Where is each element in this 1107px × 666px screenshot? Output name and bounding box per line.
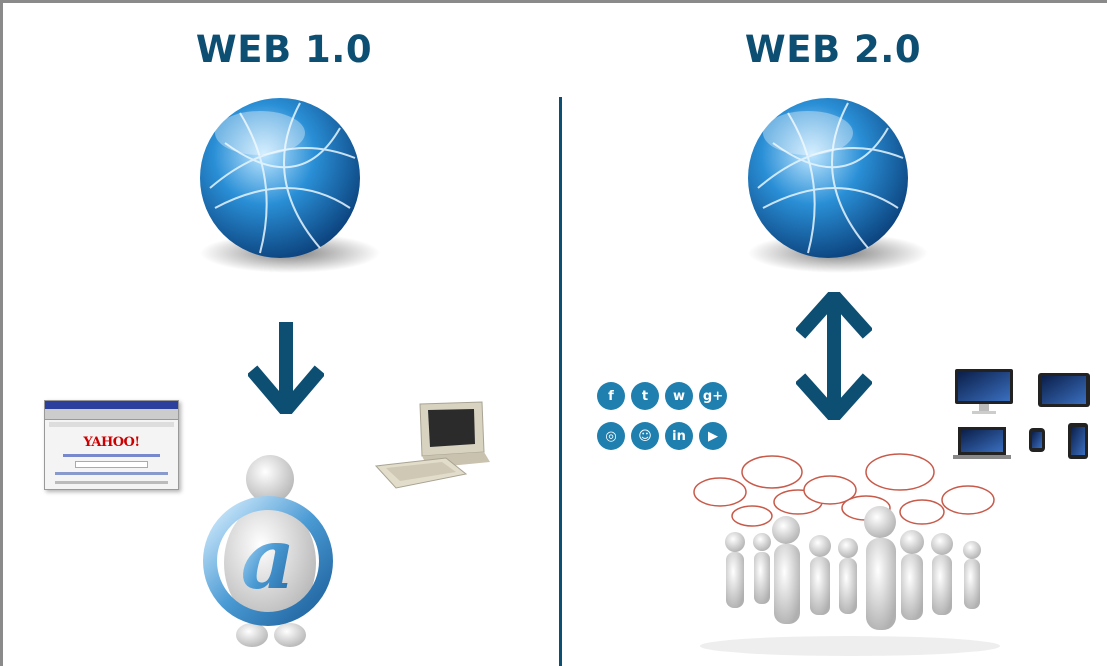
web1-title: WEB 1.0: [195, 28, 373, 71]
social-icons-row-top: f t w g+: [597, 382, 727, 410]
arrow-down-icon: [248, 322, 324, 414]
arrow-up-down-icon: [796, 292, 872, 420]
instagram-icon: ◎: [597, 422, 625, 450]
linkedin-icon: in: [665, 422, 693, 450]
svg-text:a: a: [241, 509, 295, 608]
globe-icon: [200, 98, 380, 273]
twitter-icon: t: [631, 382, 659, 410]
web2-title: WEB 2.0: [744, 28, 922, 71]
social-icons-row-bottom: ◎ ☺ in ▶: [597, 422, 727, 450]
person-with-at-sign-icon: a: [203, 455, 333, 647]
browser-window-image: YAHOO!: [44, 400, 179, 490]
retro-computer-icon: [374, 401, 490, 489]
snapchat-icon: ☺: [631, 422, 659, 450]
devices-icon: [953, 369, 1090, 459]
globe-icon: [748, 98, 928, 273]
crowd-with-speech-bubbles-icon: [693, 453, 1000, 656]
facebook-icon: f: [597, 382, 625, 410]
whatsapp-icon: w: [665, 382, 693, 410]
youtube-icon: ▶: [699, 422, 727, 450]
center-divider: [559, 97, 562, 666]
yahoo-logo: YAHOO!: [83, 435, 140, 450]
google-plus-icon: g+: [699, 382, 727, 410]
